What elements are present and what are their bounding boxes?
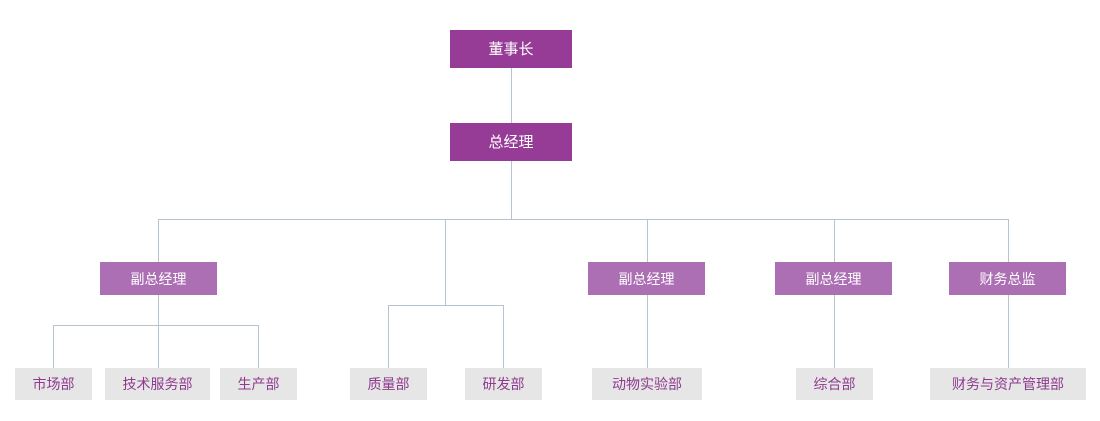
node-deputy-gm-3-label: 副总经理 [805,270,862,287]
connector-bus-to-deputy-2 [647,219,648,262]
connector-bus-to-finance-director [1008,219,1009,262]
node-rd-dept-label: 研发部 [482,376,525,392]
connector-bus-to-deputy-1 [158,219,159,262]
connector-sub-to-rd [503,305,504,368]
node-deputy-gm-2-label: 副总经理 [618,270,675,287]
node-tech-service-dept[interactable]: 技术服务部 [105,368,210,400]
connector-deputy-1-stem [158,295,159,325]
node-finance-asset-dept[interactable]: 财务与资产管理部 [930,368,1086,400]
node-marketing-dept[interactable]: 市场部 [15,368,92,400]
connector-deputy-3-to-general-affairs [834,295,835,368]
connector-bus-to-quality-rd-group [445,219,446,305]
connector-bus-to-deputy-3 [834,219,835,262]
node-rd-dept[interactable]: 研发部 [465,368,542,400]
node-tech-service-dept-label: 技术服务部 [122,376,193,392]
node-deputy-gm-1[interactable]: 副总经理 [100,262,217,295]
node-finance-director[interactable]: 财务总监 [949,262,1066,295]
connector-finance-director-to-finance-dept [1008,295,1009,368]
node-finance-asset-dept-label: 财务与资产管理部 [952,376,1064,392]
connector-sub-to-production [258,325,259,368]
node-chairman-label: 董事长 [488,40,534,58]
node-deputy-gm-1-label: 副总经理 [130,270,187,287]
node-general-affairs-dept-label: 综合部 [813,376,856,392]
connector-quality-rd-sub-bus [388,305,504,306]
connector-sub-to-tech-service [158,325,159,368]
node-general-manager[interactable]: 总经理 [450,123,572,161]
connector-main-bus [158,219,1009,220]
connector-sub-to-quality [388,305,389,368]
node-deputy-gm-3[interactable]: 副总经理 [775,262,892,295]
node-animal-lab-dept-label: 动物实验部 [612,376,682,392]
node-chairman[interactable]: 董事长 [450,30,572,68]
node-general-affairs-dept[interactable]: 综合部 [796,368,873,400]
node-general-manager-label: 总经理 [488,133,534,151]
connector-sub-to-marketing [53,325,54,368]
node-marketing-dept-label: 市场部 [32,376,75,392]
node-deputy-gm-2[interactable]: 副总经理 [588,262,705,295]
node-quality-dept[interactable]: 质量部 [350,368,427,400]
connector-deputy-2-to-animal-lab [647,295,648,368]
node-animal-lab-dept[interactable]: 动物实验部 [592,368,702,400]
connector-deputy-1-sub-bus [53,325,259,326]
node-finance-director-label: 财务总监 [979,270,1036,287]
node-production-dept[interactable]: 生产部 [220,368,297,400]
connector-gm-stem [511,161,512,219]
node-quality-dept-label: 质量部 [367,376,410,392]
node-production-dept-label: 生产部 [237,376,280,392]
connector-chairman-to-gm [511,68,512,123]
